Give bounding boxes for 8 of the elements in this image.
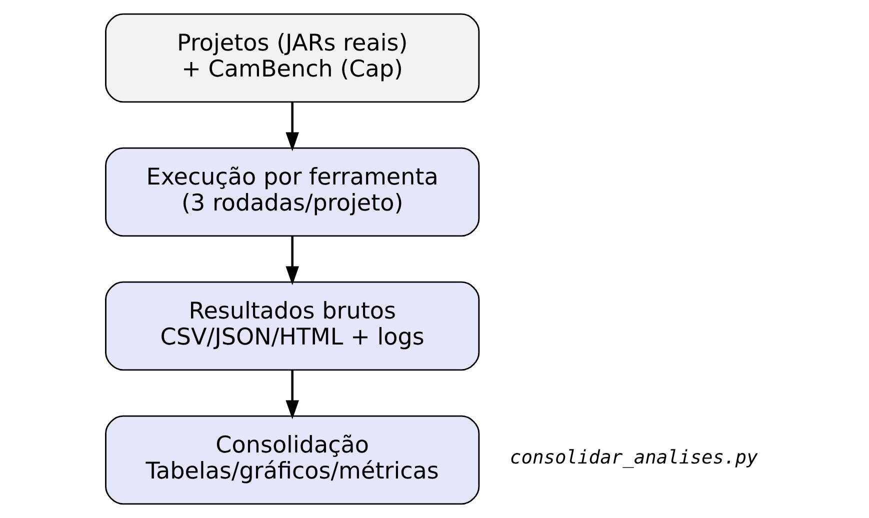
node-box: Consolidação Tabelas/gráficos/métricas — [104, 415, 480, 505]
arrow — [285, 102, 299, 152]
node-box: Execução por ferramenta (3 rodadas/projeto) — [104, 147, 480, 237]
arrow — [285, 236, 299, 286]
node-box: Resultados brutos CSV/JSON/HTML + logs — [104, 281, 480, 371]
arrow — [285, 370, 299, 420]
node-box: Projetos (JARs reais) + CamBench (Cap) — [104, 13, 480, 103]
node-label: consolidar_analises.py — [509, 447, 758, 468]
